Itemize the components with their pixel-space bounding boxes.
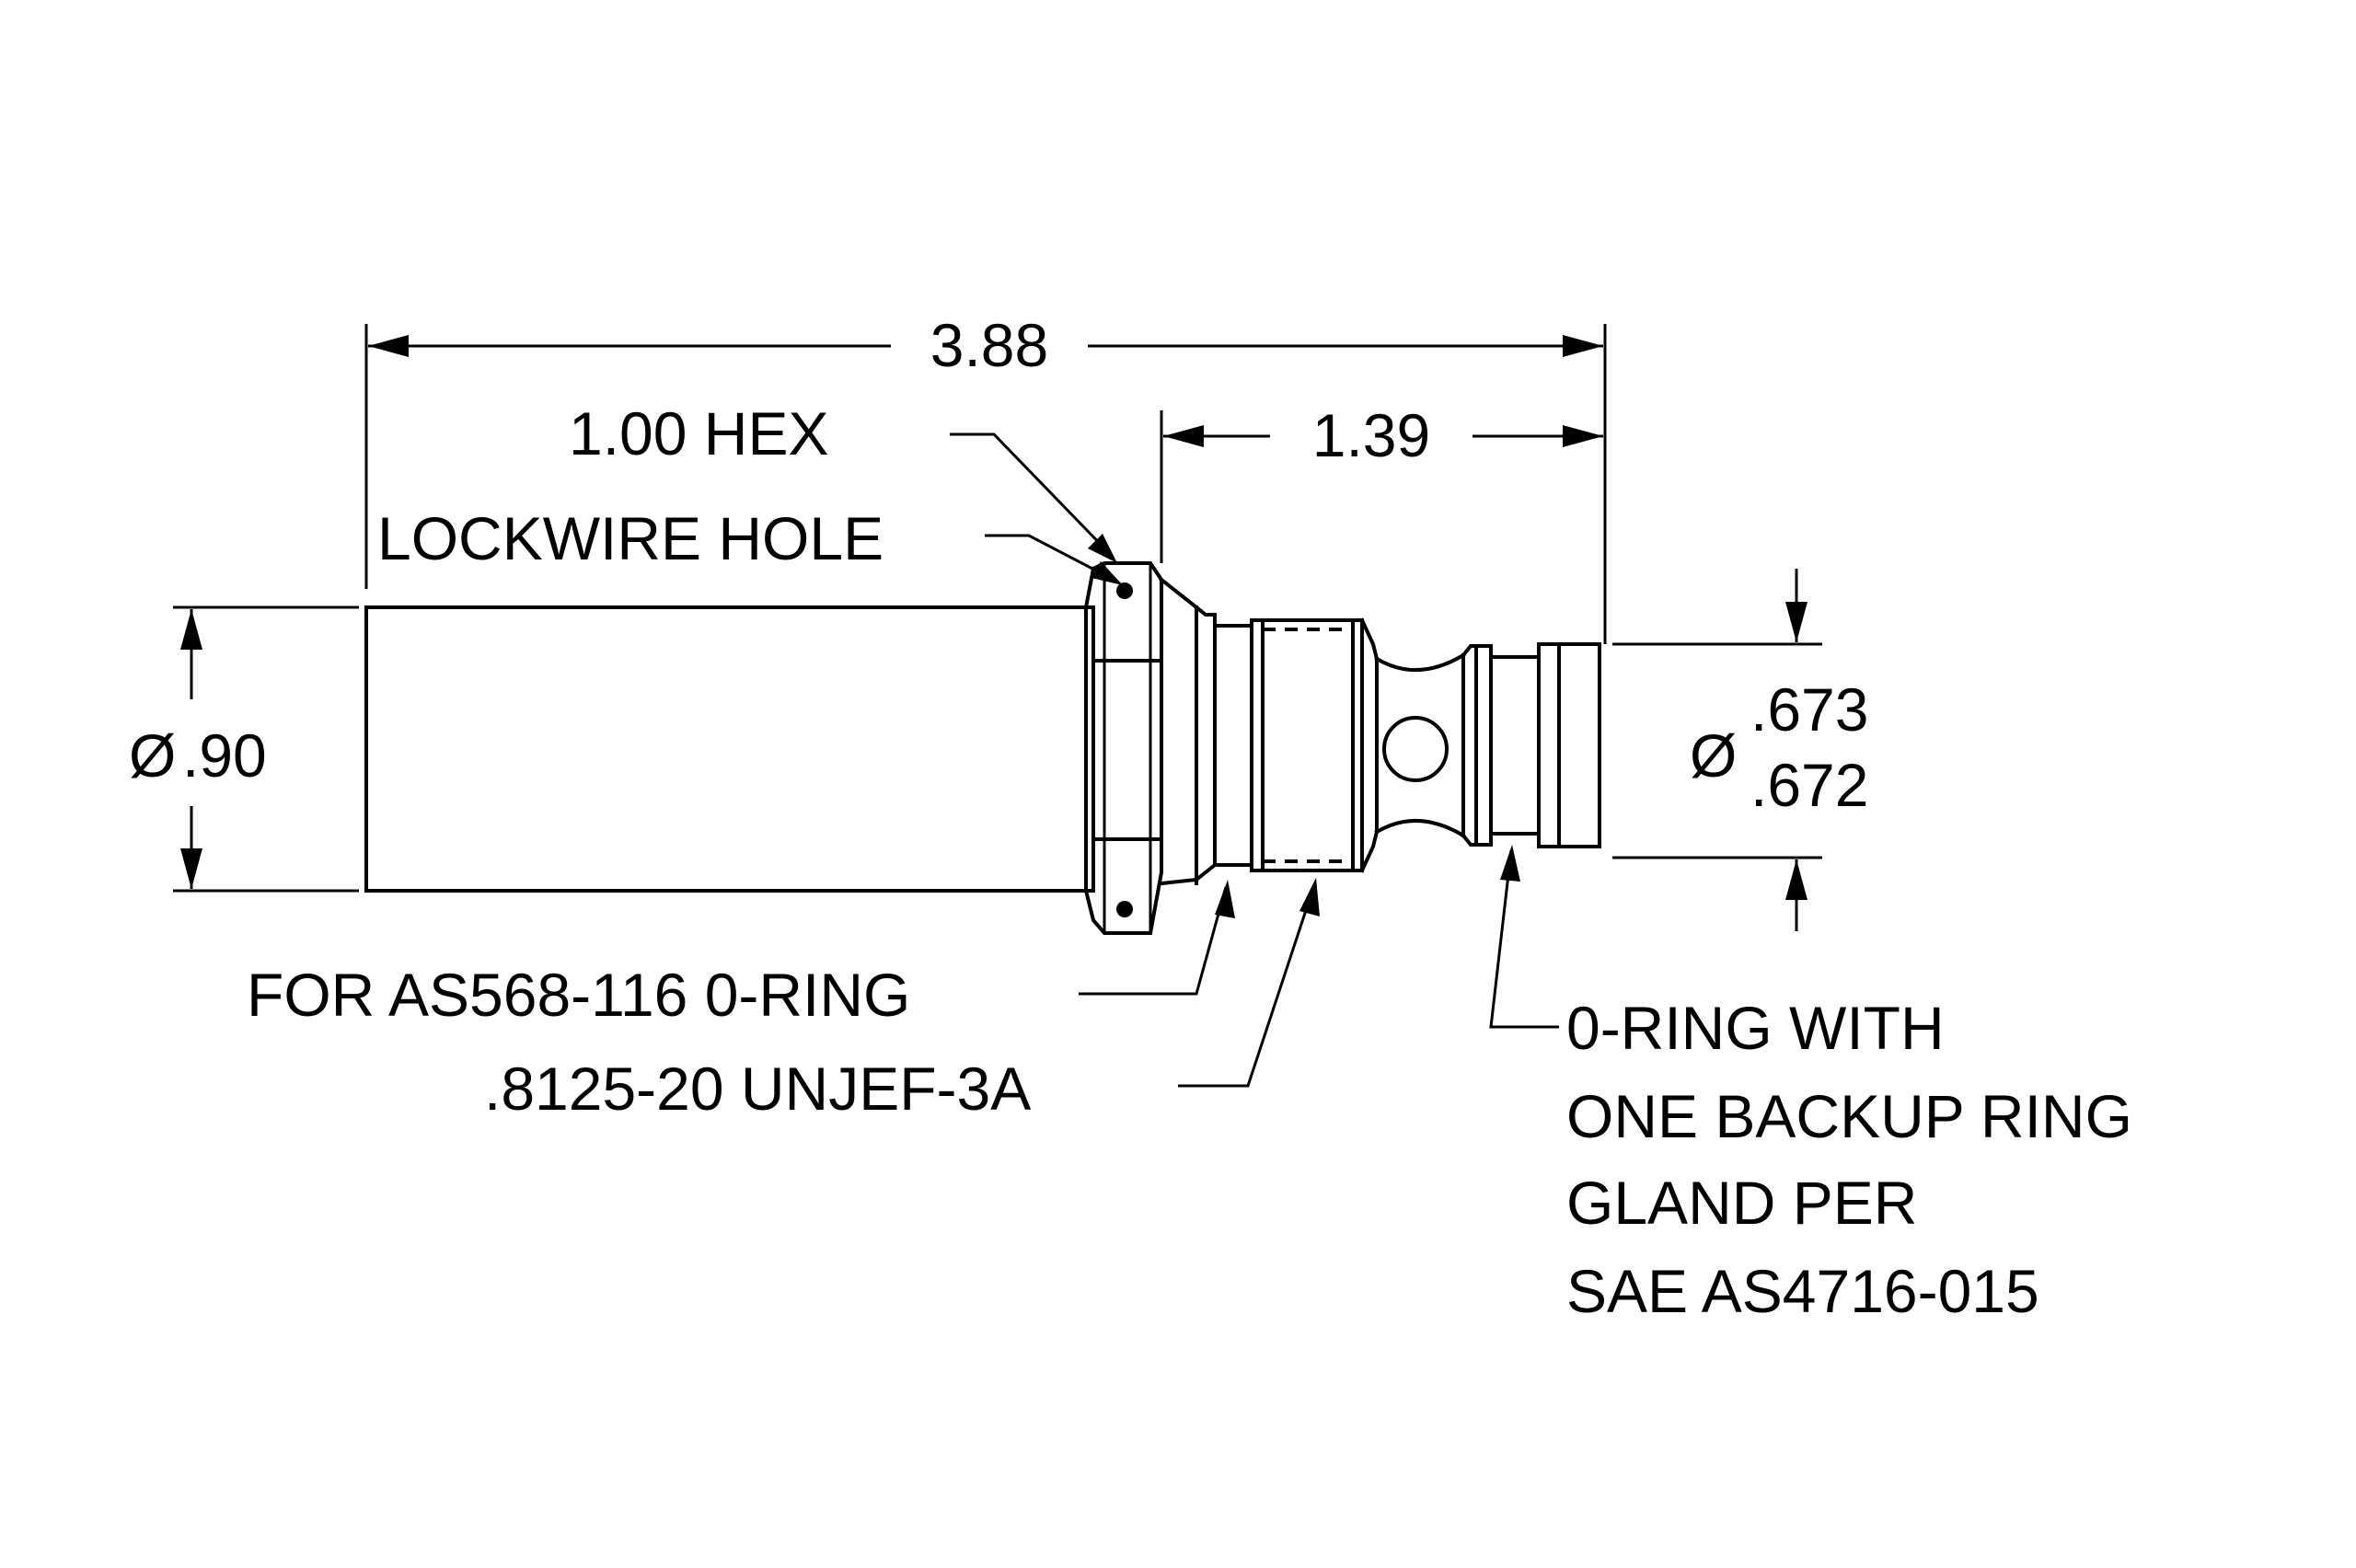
lockwire-hole-bottom [1116,901,1133,917]
thread-section [1250,617,1380,873]
tip-diameter-min: .672 [1750,751,1868,819]
overall-length-value: 3.88 [930,311,1048,379]
callout-hex: 1.00 HEX [569,399,1117,563]
oring-port-callout-label: FOR AS568-116 0-RING [247,961,910,1029]
dim-body-diameter: Ø .90 [129,605,359,893]
lockwire-callout-label: LOCKWIRE HOLE [377,504,884,572]
cross-hole [1382,716,1449,782]
body-diameter-value: .90 [182,721,267,790]
gland-line-1: 0-RING WITH [1566,994,1945,1062]
gland-line-3: GLAND PER [1566,1169,1917,1237]
dim-overall-length: 3.88 [364,311,1607,644]
gland-line-2: ONE BACKUP RING [1566,1082,2132,1150]
tip [1557,642,1601,848]
body-diameter-symbol: Ø [129,721,176,790]
gland-line-4: SAE AS4716-015 [1566,1257,2039,1325]
callout-lockwire: LOCKWIRE HOLE [377,504,1123,585]
callout-thread: .8125-20 UNJEF-3A [484,878,1320,1123]
thread-callout-label: .8125-20 UNJEF-3A [484,1055,1031,1123]
callout-oring-port: FOR AS568-116 0-RING [247,880,1235,1029]
lockwire-hole-top [1116,582,1133,599]
hex-nut [1084,561,1163,935]
part-outline [364,561,1601,935]
spigot-length-value: 1.39 [1312,401,1430,469]
cross-hole-neck [1374,652,1466,838]
callout-gland: 0-RING WITH ONE BACKUP RING GLAND PER SA… [1489,845,2132,1325]
hex-callout-label: 1.00 HEX [569,399,829,467]
tip-diameter-max: .673 [1750,675,1868,744]
dim-tip-diameter: Ø .673 .672 [1612,569,1868,931]
main-body [364,605,1095,893]
dim-spigot-length: 1.39 [1160,401,1603,563]
tip-diameter-symbol: Ø [1690,721,1737,790]
